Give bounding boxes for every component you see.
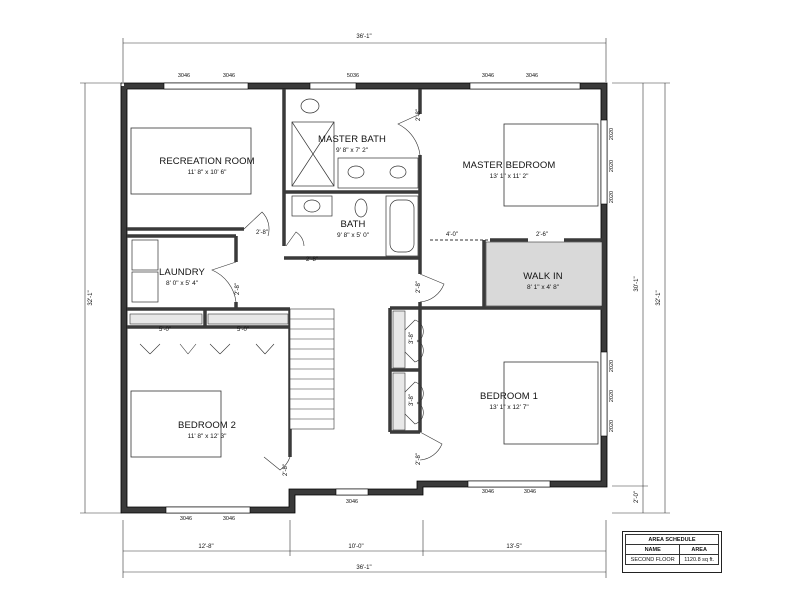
window-mark-bottom: 3046 [523, 489, 537, 495]
room-name: MASTER BATH [318, 134, 386, 145]
room-name: BEDROOM 1 [480, 391, 538, 402]
dim-right-inner: 30'-1" [634, 276, 640, 292]
room-label-master-bath: MASTER BATH 9' 8" x 7' 2" [318, 130, 386, 155]
room-size: 8' 0" x 5' 4" [165, 279, 199, 287]
door-mark: 2'-8" [235, 283, 241, 295]
dim-hall-opening: 4'-0" [446, 232, 458, 238]
dimension-lines [80, 38, 670, 578]
window-mark-top: 3046 [525, 73, 539, 79]
room-label-bedroom1: BEDROOM 1 13' 1" x 12' 7" [480, 387, 538, 412]
window-mark-bottom: 3046 [481, 489, 495, 495]
room-name: BEDROOM 2 [178, 420, 236, 431]
door-mark: 3'-8" [409, 394, 415, 406]
room-size: 11' 8" x 12' 3" [187, 432, 227, 440]
schedule-col-area: AREA [679, 544, 719, 555]
window-mark-top: 5036 [346, 73, 360, 79]
window-mark-right: 2020 [609, 359, 615, 373]
window-mark-right: 2020 [609, 190, 615, 204]
door-mark: 2'-8" [256, 230, 268, 236]
room-size: 11' 8" x 10' 6" [187, 168, 227, 176]
room-size: 13' 1" x 11' 2" [489, 172, 529, 180]
stairs [289, 308, 335, 430]
door-swings [139, 113, 445, 471]
dim-bottom-seg3: 13'-5" [506, 544, 522, 550]
door-mark: 2'-8" [416, 281, 422, 293]
door-mark: 2'-6" [536, 232, 548, 238]
schedule-row-name: SECOND FLOOR [624, 554, 681, 565]
window-mark-right: 2020 [609, 159, 615, 173]
window-mark-bottom: 3046 [222, 516, 236, 522]
room-label-walk-in: WALK IN 8' 1" x 4' 8" [523, 267, 562, 292]
window-mark-top: 3046 [481, 73, 495, 79]
window-mark-bottom: 3046 [179, 516, 193, 522]
room-size: 9' 8" x 5' 0" [336, 231, 370, 239]
beds [130, 123, 599, 458]
closet-shelves [129, 310, 406, 431]
dim-bottom-seg2: 10'-0" [348, 544, 364, 550]
area-schedule: AREA SCHEDULE NAME AREA SECOND FLOOR 112… [622, 531, 722, 573]
room-name: LAUNDRY [159, 267, 205, 278]
dim-right-jog: 2'-0" [634, 491, 640, 503]
dim-closet-b: 5'-0" [237, 327, 249, 333]
room-label-bedroom2: BEDROOM 2 11' 8" x 12' 3" [178, 416, 236, 441]
door-mark: 2'-8" [416, 453, 422, 465]
schedule-row-area: 1120.8 sq ft. [679, 554, 719, 565]
dim-overall-top: 36'-1" [356, 34, 372, 40]
room-label-bath: BATH 9' 8" x 5' 0" [337, 215, 369, 240]
room-name: BATH [340, 219, 366, 230]
dim-closet-a: 5'-0" [159, 327, 171, 333]
room-name: RECREATION ROOM [159, 156, 255, 167]
room-name: MASTER BEDROOM [462, 160, 556, 171]
dim-left-overall: 32'-1" [88, 290, 94, 306]
window-mark-right: 2020 [609, 389, 615, 403]
dim-overall-bottom: 36'-1" [356, 565, 372, 571]
window-mark-bottom: 3046 [345, 499, 359, 505]
room-size: 9' 8" x 7' 2" [335, 146, 369, 154]
room-size: 13' 1" x 12' 7" [489, 403, 529, 411]
window-mark-top: 3046 [177, 73, 191, 79]
room-label-recreation: RECREATION ROOM 11' 8" x 10' 6" [159, 152, 254, 177]
room-label-laundry: LAUNDRY 8' 0" x 5' 4" [159, 263, 205, 288]
room-name: WALK IN [523, 271, 563, 282]
door-mark: 3'-8" [409, 332, 415, 344]
door-mark: 2'-8" [283, 464, 289, 476]
window-mark-right: 2020 [609, 419, 615, 433]
door-mark: 2'-8" [306, 257, 318, 263]
window-mark-top: 3046 [222, 73, 236, 79]
schedule-col-name: NAME [624, 544, 681, 555]
walk-in-closet-fill [485, 241, 603, 307]
room-size: 8' 1" x 4' 8" [526, 283, 560, 291]
windows [163, 82, 608, 514]
dim-bottom-seg1: 12'-8" [198, 544, 214, 550]
room-label-master-bedroom: MASTER BEDROOM 13' 1" x 11' 2" [463, 156, 556, 181]
schedule-title: AREA SCHEDULE [625, 534, 719, 545]
area-schedule-table: AREA SCHEDULE NAME AREA SECOND FLOOR 112… [624, 534, 719, 565]
window-mark-right: 2020 [609, 127, 615, 141]
door-mark: 2'-8" [416, 109, 422, 121]
dim-right-overall: 32'-1" [656, 290, 662, 306]
fixtures [131, 98, 419, 303]
